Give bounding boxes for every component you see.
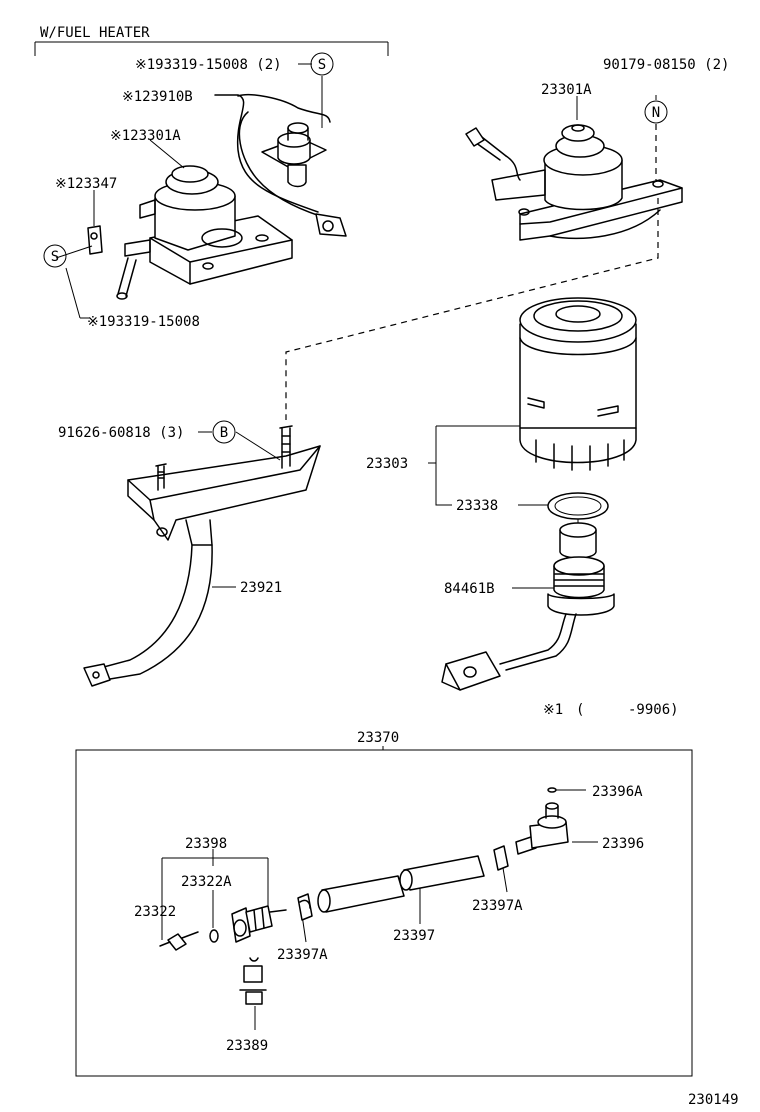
callout-91626-60818: 91626-60818 (3) <box>58 425 184 441</box>
section-label: W/FUEL HEATER <box>40 25 150 41</box>
symbol-n: N <box>644 100 668 124</box>
callout-23389: 23389 <box>226 1038 268 1054</box>
symbol-b: B <box>212 420 236 444</box>
callout-23396a: 23396A <box>592 784 643 800</box>
figure-number: 230149 <box>688 1092 739 1108</box>
symbol-b-text: B <box>220 425 228 441</box>
callout-23397a-left: 23397A <box>277 947 328 963</box>
footnote-range: -9906) <box>628 702 679 718</box>
kit-leader-lines <box>161 789 598 1030</box>
callout-123347: ※123347 <box>55 176 117 192</box>
callout-90179-08150: 90179-08150 (2) <box>603 57 729 73</box>
callout-84461b: 84461B <box>444 581 495 597</box>
filter-head-drawing <box>465 124 683 241</box>
fuel-heater-section-bracket <box>34 41 389 56</box>
n-dashed-connector <box>285 95 659 420</box>
callout-23322a: 23322A <box>181 874 232 890</box>
callout-23398: 23398 <box>185 836 227 852</box>
fuel-filter-drawing <box>519 297 637 471</box>
clamp-drawing <box>87 190 103 255</box>
callout-23303: 23303 <box>366 456 408 472</box>
leader-lines <box>55 63 578 589</box>
heater-harness-drawing <box>214 93 347 237</box>
callout-23396: 23396 <box>602 836 644 852</box>
symbol-s-top-text: S <box>318 57 326 73</box>
kit-parts-drawing <box>159 787 569 1005</box>
callout-23397a-right: 23397A <box>472 898 523 914</box>
symbol-s-left-text: S <box>51 249 59 265</box>
bracket-drawing <box>83 425 321 687</box>
callout-193319-15008-2: ※193319-15008 (2) <box>135 57 282 73</box>
callout-23397: 23397 <box>393 928 435 944</box>
footnote-open-paren: ( <box>576 702 584 718</box>
callout-23370: 23370 <box>357 730 399 746</box>
o-ring-inner-drawing <box>554 496 602 516</box>
filter-head-heater-drawing <box>116 165 293 300</box>
footnote-marker: ※1 <box>543 702 563 718</box>
callout-23921: 23921 <box>240 580 282 596</box>
symbol-n-text: N <box>652 105 660 121</box>
callout-123301a: ※123301A <box>110 128 181 144</box>
callout-23322: 23322 <box>134 904 176 920</box>
callout-23338: 23338 <box>456 498 498 514</box>
water-sensor-drawing <box>441 522 615 691</box>
symbol-s-left: S <box>43 244 67 268</box>
callout-23301a: 23301A <box>541 82 592 98</box>
symbol-s-top: S <box>310 52 334 76</box>
callout-193319-15008: ※193319-15008 <box>87 314 200 330</box>
callout-123910b: ※123910B <box>122 89 193 105</box>
kit-box <box>75 749 693 1077</box>
